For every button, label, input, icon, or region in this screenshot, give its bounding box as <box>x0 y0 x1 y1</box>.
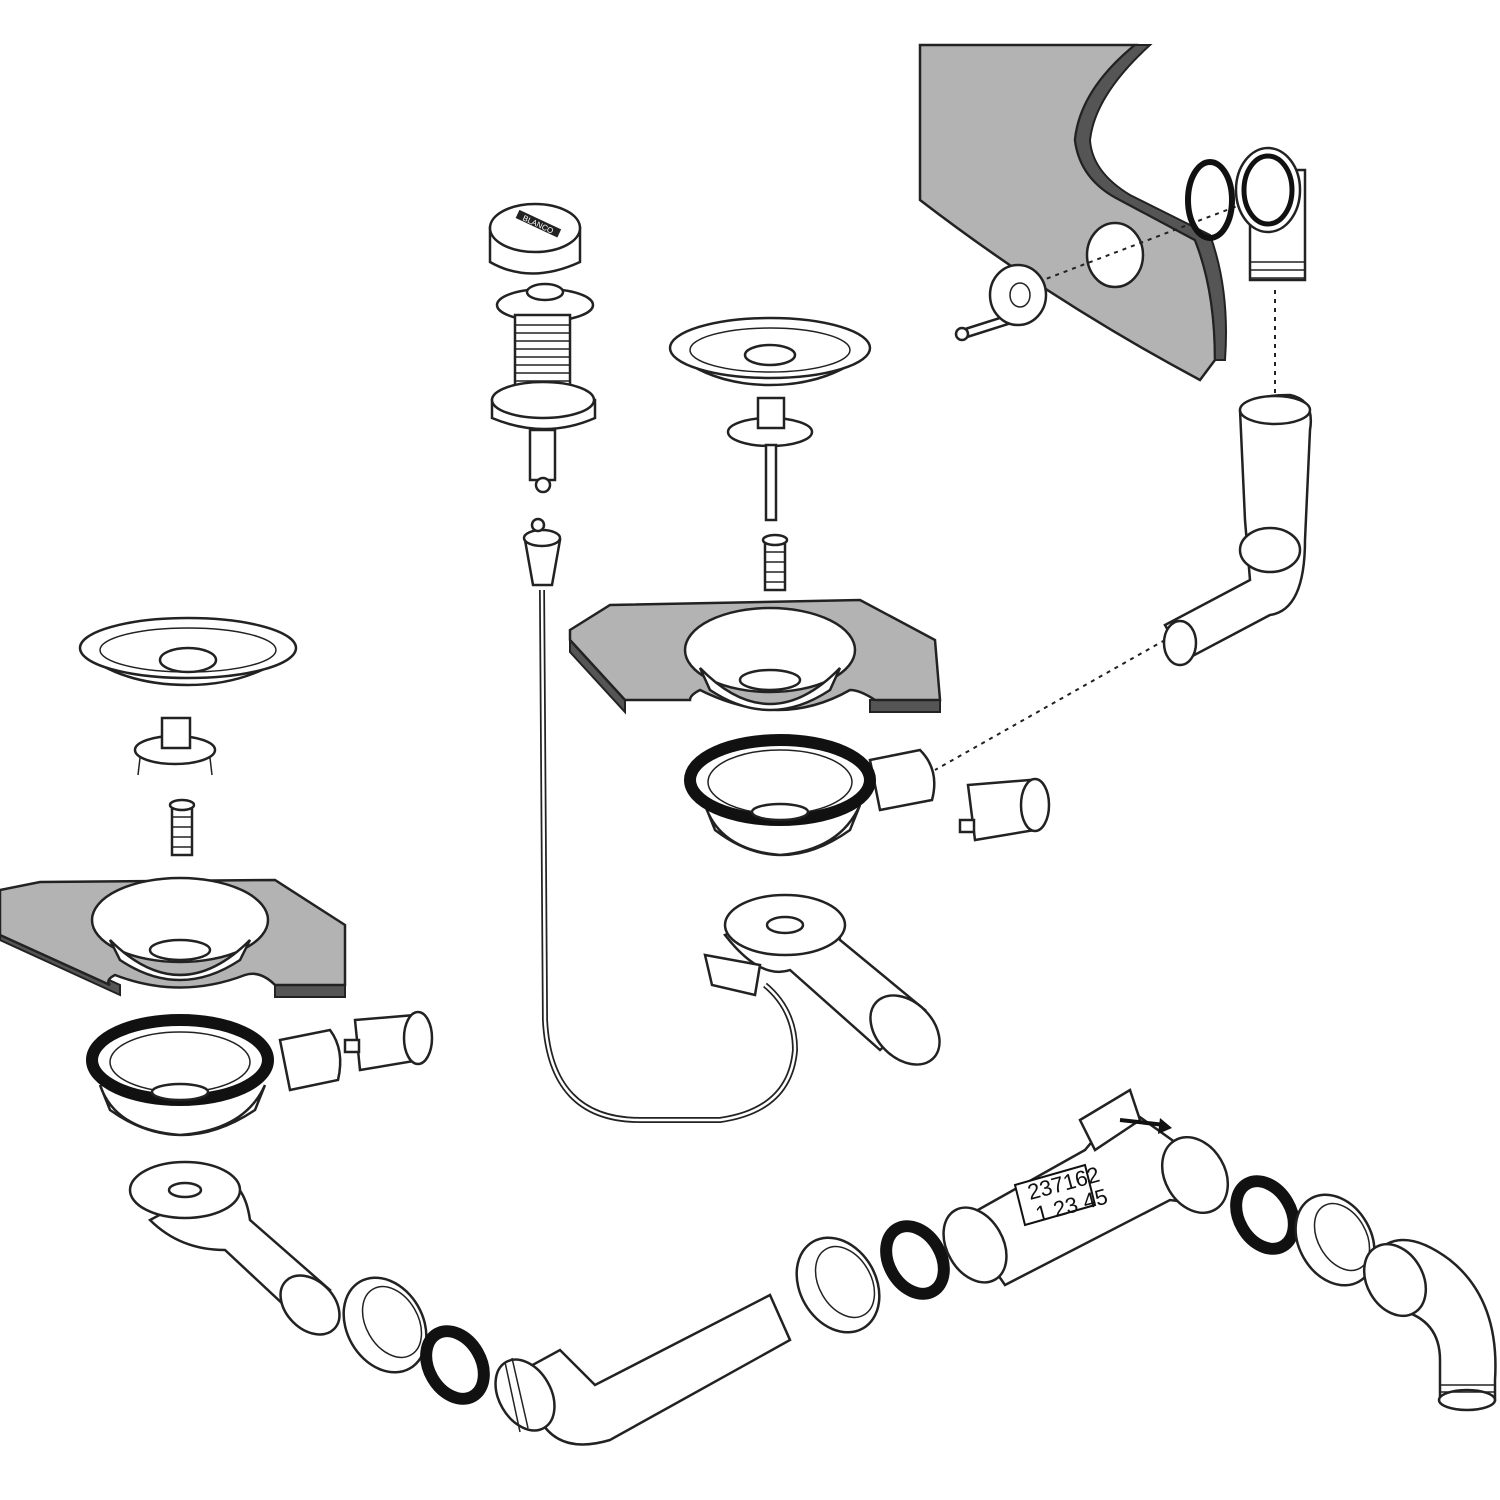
right-sink-bowl-section <box>568 598 942 715</box>
sink-wall-section <box>918 43 1227 382</box>
cable-connector <box>522 517 562 587</box>
overflow-gasket <box>1185 159 1235 241</box>
left-connecting-bend-pipe <box>494 1293 792 1446</box>
overflow-housing <box>1234 146 1307 282</box>
left-screw <box>168 798 196 857</box>
outlet-elbow-pipe <box>1362 1238 1497 1412</box>
t-piece-branch: 237162 1 23 45 <box>942 1088 1230 1287</box>
popup-knob: BLANCO <box>488 202 582 275</box>
left-union-nut <box>342 1276 428 1374</box>
left-drain-plug <box>133 716 217 776</box>
right-outlet-elbow <box>703 893 941 1066</box>
overflow-hole <box>1085 221 1145 289</box>
overflow-pipe <box>1162 393 1313 667</box>
right-strainer-basket <box>668 316 872 387</box>
right-screw <box>761 533 789 592</box>
overflow-alignment-line <box>1029 204 1241 286</box>
center-union-nut <box>795 1236 881 1334</box>
connection-alignment-line <box>934 639 1166 771</box>
overflow-cover <box>988 263 1048 327</box>
left-overflow-connector <box>343 1010 434 1072</box>
left-basket-housing <box>86 1014 342 1137</box>
center-seal-ring <box>880 1220 950 1300</box>
right-union-nut <box>1294 1193 1376 1287</box>
flow-direction-arrow <box>1119 1118 1166 1127</box>
left-seal-ring <box>420 1325 490 1405</box>
left-outlet-elbow <box>128 1160 341 1336</box>
right-seal-ring <box>1230 1175 1300 1255</box>
right-drain-plug <box>726 396 814 522</box>
left-strainer-basket <box>78 616 298 687</box>
right-basket-housing <box>684 734 936 857</box>
left-sink-bowl-section <box>0 876 347 998</box>
popup-threaded-body <box>490 282 597 494</box>
right-overflow-connector <box>958 777 1051 842</box>
